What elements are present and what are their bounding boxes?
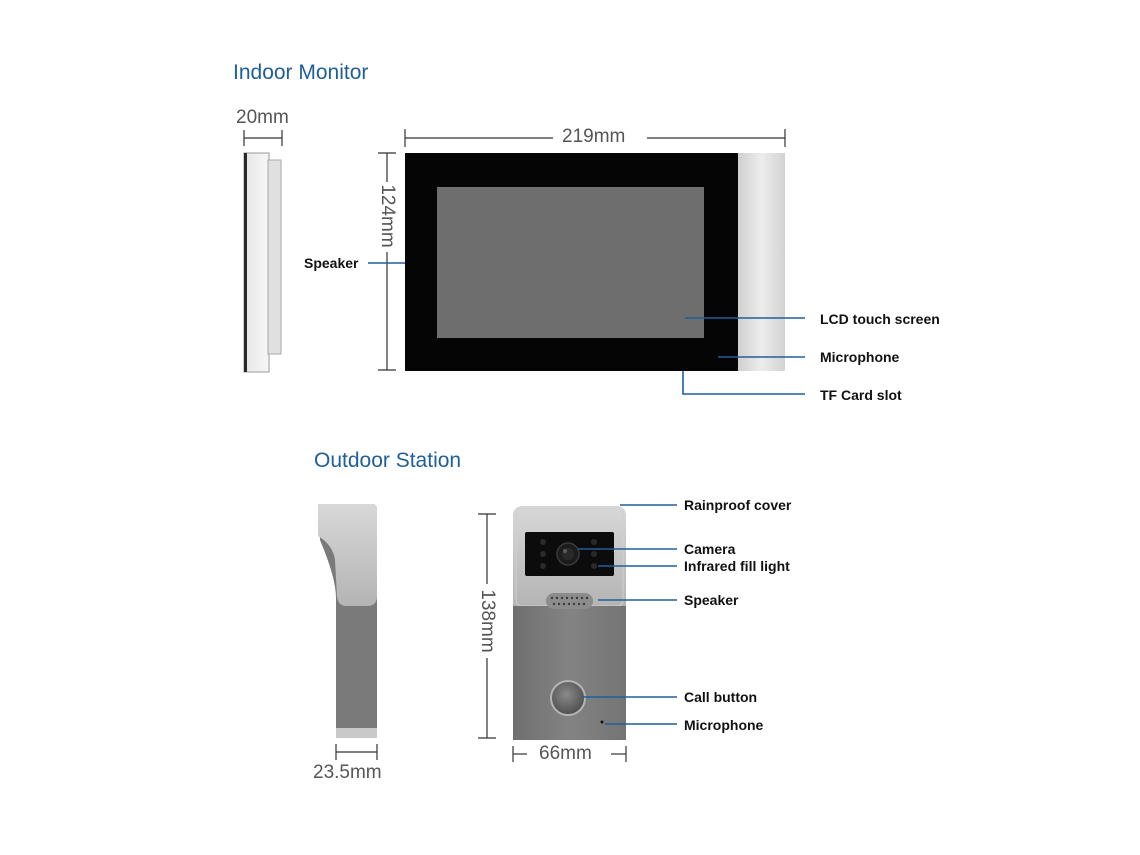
indoor-monitor-side-view (243, 152, 282, 373)
indoor-speaker-label: Speaker (304, 255, 359, 271)
outdoor-call-button-label: Call button (684, 689, 758, 705)
indoor-height-dimension-line (378, 152, 396, 371)
outdoor-station-front-view (513, 506, 626, 740)
outdoor-microphone-label: Microphone (684, 717, 764, 733)
outdoor-infrared-label: Infrared fill light (684, 558, 790, 574)
indoor-microphone-label: Microphone (820, 349, 900, 365)
outdoor-depth-dimension-label: 23.5mm (313, 762, 382, 783)
indoor-width-dimension-line (404, 129, 786, 147)
outdoor-camera-label: Camera (684, 541, 736, 557)
indoor-monitor-front-view (405, 153, 785, 371)
outdoor-height-dimension-line (478, 513, 496, 739)
indoor-width-dimension-label: 219mm (562, 126, 626, 147)
outdoor-station-title: Outdoor Station (314, 449, 462, 472)
outdoor-station-side-view (318, 504, 377, 738)
outdoor-speaker-label: Speaker (684, 592, 739, 608)
indoor-height-dimension-label: 124mm (377, 184, 398, 248)
indoor-monitor-title: Indoor Monitor (233, 61, 369, 84)
indoor-tf-card-label: TF Card slot (820, 387, 902, 403)
indoor-lcd-label: LCD touch screen (820, 311, 940, 327)
outdoor-callout-lines (578, 504, 677, 725)
outdoor-depth-dimension-line (335, 744, 378, 760)
outdoor-rainproof-label: Rainproof cover (684, 497, 792, 513)
outdoor-width-dimension-line (512, 746, 627, 762)
indoor-depth-dimension-line (243, 130, 283, 146)
indoor-callout-lines (368, 262, 805, 395)
outdoor-height-dimension-label: 138mm (477, 589, 498, 653)
outdoor-width-dimension-label: 66mm (539, 743, 592, 764)
indoor-depth-dimension-label: 20mm (236, 107, 289, 128)
